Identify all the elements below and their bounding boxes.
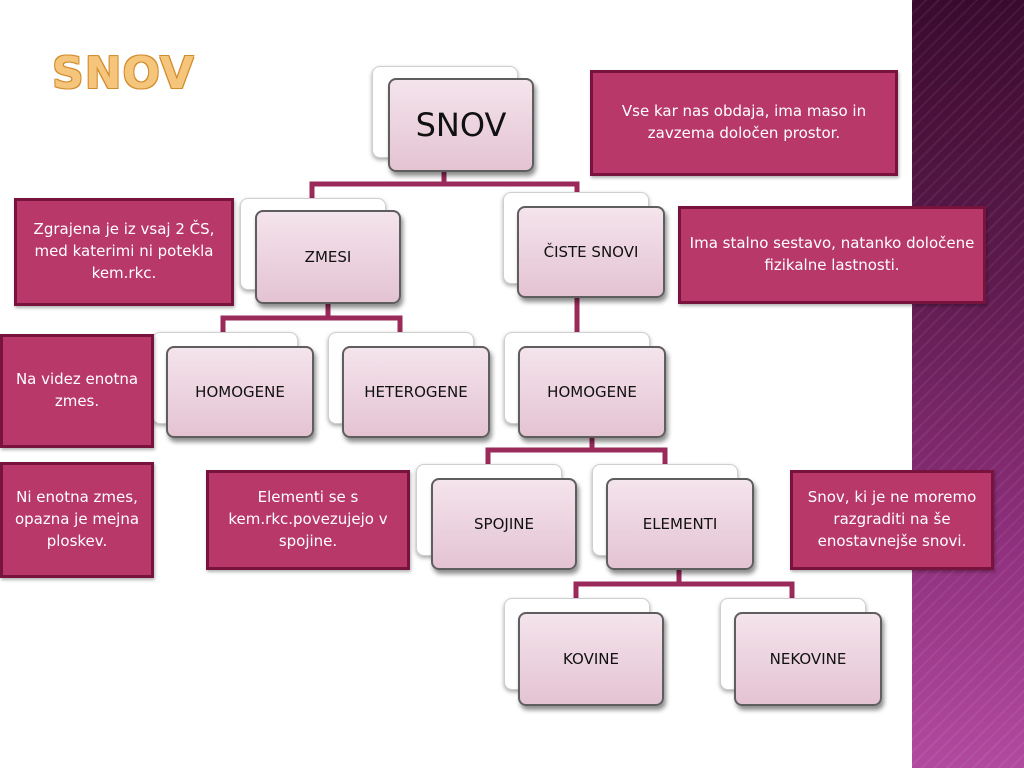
node-homogene-ciste[interactable]: HOMOGENE — [518, 346, 666, 438]
decorative-side-band — [912, 0, 1024, 768]
note-ciste-snovi-definition: Ima stalno sestavo, natanko določene fiz… — [678, 206, 986, 304]
node-ciste-snovi[interactable]: ČISTE SNOVI — [517, 206, 665, 298]
note-zmesi-definition: Zgrajena je iz vsaj 2 ČS, med katerimi n… — [14, 198, 234, 306]
node-zmesi[interactable]: ZMESI — [255, 210, 401, 304]
connector-elementi-children — [573, 570, 795, 598]
node-snov[interactable]: SNOV — [388, 78, 534, 172]
node-nekovine[interactable]: NEKOVINE — [734, 612, 882, 706]
note-spojine-definition: Elementi se s kem.rkc.povezujejo v spoji… — [206, 470, 410, 570]
connector-homogene-children — [485, 436, 668, 466]
node-kovine[interactable]: KOVINE — [518, 612, 664, 706]
note-elementi-definition: Snov, ki je ne moremo razgraditi na še e… — [790, 470, 994, 570]
note-snov-definition: Vse kar nas obdaja, ima maso in zavzema … — [590, 70, 898, 176]
connector-snov-children — [309, 172, 580, 198]
node-spojine[interactable]: SPOJINE — [431, 478, 577, 570]
node-homogene-zmesi[interactable]: HOMOGENE — [166, 346, 314, 438]
slide-title: SNOV — [52, 48, 195, 99]
connector-zmesi-children — [220, 304, 403, 334]
note-heterogene-definition: Ni enotna zmes, opazna je mejna ploskev. — [0, 462, 154, 578]
node-heterogene[interactable]: HETEROGENE — [342, 346, 490, 438]
node-elementi[interactable]: ELEMENTI — [606, 478, 754, 570]
note-homogene-definition: Na videz enotna zmes. — [0, 334, 154, 448]
